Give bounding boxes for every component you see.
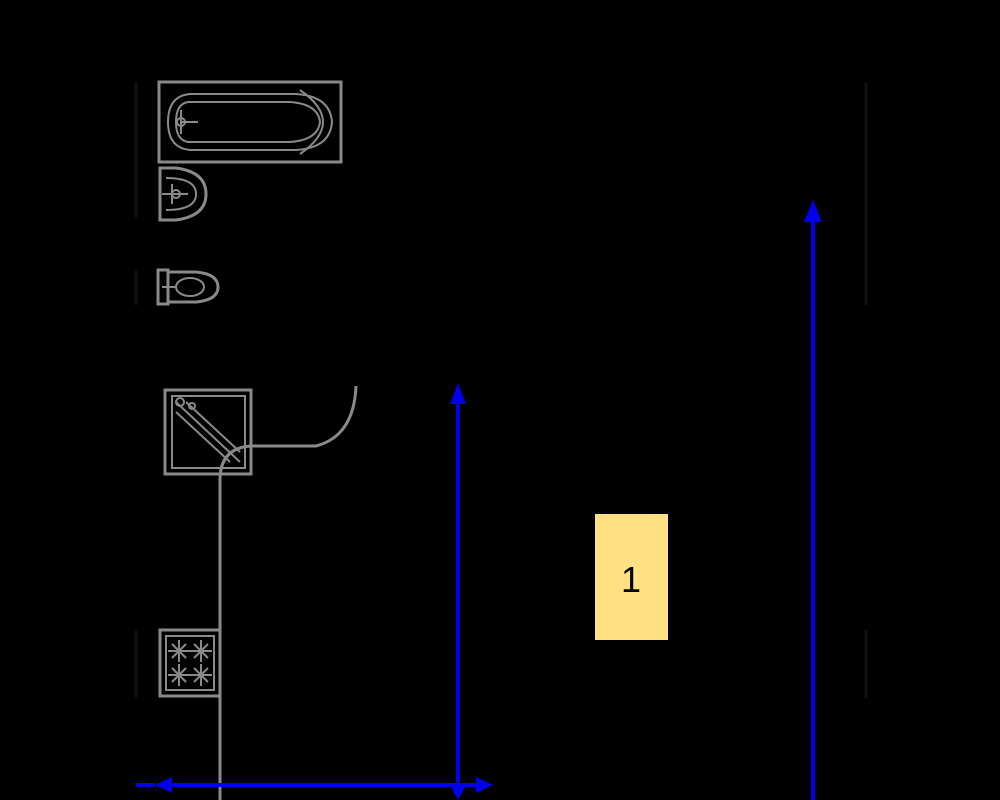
dimension-horizontal-bottom — [136, 777, 493, 793]
door-swing-icon — [218, 385, 358, 800]
room-tag-number: 1 — [621, 559, 641, 600]
room-tag[interactable]: 1 — [595, 514, 668, 640]
room-tag-box — [595, 514, 668, 640]
dimension-vertical-center — [450, 383, 466, 800]
shower-cabin-icon[interactable] — [163, 388, 253, 476]
stove-icon[interactable] — [158, 628, 222, 698]
bathtub-icon[interactable] — [157, 80, 343, 164]
dimension-vertical-right — [804, 200, 822, 800]
wash-basin-icon[interactable] — [158, 166, 208, 222]
wall-edges — [134, 82, 868, 698]
toilet-icon[interactable] — [156, 268, 220, 306]
